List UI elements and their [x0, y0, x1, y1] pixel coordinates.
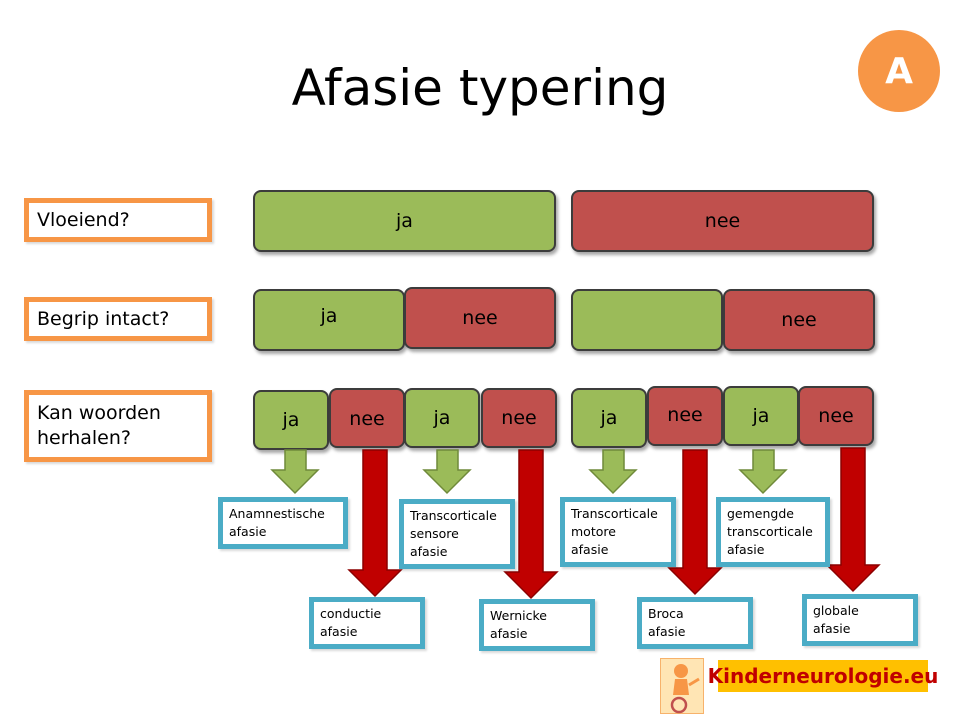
repetition-yes-3: ja	[571, 388, 647, 448]
comprehension-no-nonfluent: nee	[723, 289, 875, 351]
logo-figure-icon	[660, 658, 704, 714]
repetition-no-4: nee	[798, 386, 874, 446]
repetition-no-2: nee	[481, 388, 557, 448]
arrow-mixed-transcortical	[738, 449, 788, 495]
arrow-transcortical-motor	[588, 449, 638, 495]
repetition-yes-2: ja	[404, 388, 480, 448]
result-conduction: conductie afasie	[309, 597, 425, 649]
question-repetition: Kan woorden herhalen?	[24, 390, 212, 462]
result-broca: Broca afasie	[637, 597, 753, 649]
arrow-transcortical-sensory	[422, 449, 472, 495]
result-anomic: Anamnestische afasie	[218, 497, 348, 549]
result-global: globale afasie	[802, 594, 918, 646]
repetition-yes-4: ja	[723, 386, 799, 446]
arrow-conduction	[347, 449, 403, 598]
result-transcortical-sensory: Transcorticale sensore afasie	[399, 499, 515, 569]
result-wernicke: Wernicke afasie	[479, 599, 595, 651]
logo-text[interactable]: Kinderneurologie.eu	[708, 660, 938, 692]
page-title: Afasie typering	[291, 59, 669, 117]
arrow-global	[825, 447, 881, 593]
question-comprehension: Begrip intact?	[24, 297, 212, 341]
repetition-no-3: nee	[647, 386, 723, 446]
comprehension-yes: ja	[253, 289, 405, 351]
arrow-broca	[667, 449, 723, 596]
fluent-yes: ja	[253, 190, 556, 252]
arrow-anomic	[270, 449, 320, 495]
result-mixed-transcortical: gemengde transcorticale afasie	[716, 497, 830, 567]
question-fluent: Vloeiend?	[24, 198, 212, 242]
result-transcortical-motor: Transcorticale motore afasie	[560, 497, 676, 567]
arrow-wernicke	[503, 449, 559, 600]
comprehension-no: nee	[404, 287, 556, 349]
slide-badge: A	[858, 30, 940, 112]
comprehension-yes-nonfluent	[571, 289, 723, 351]
repetition-yes-1: ja	[253, 390, 329, 450]
fluent-no: nee	[571, 190, 874, 252]
